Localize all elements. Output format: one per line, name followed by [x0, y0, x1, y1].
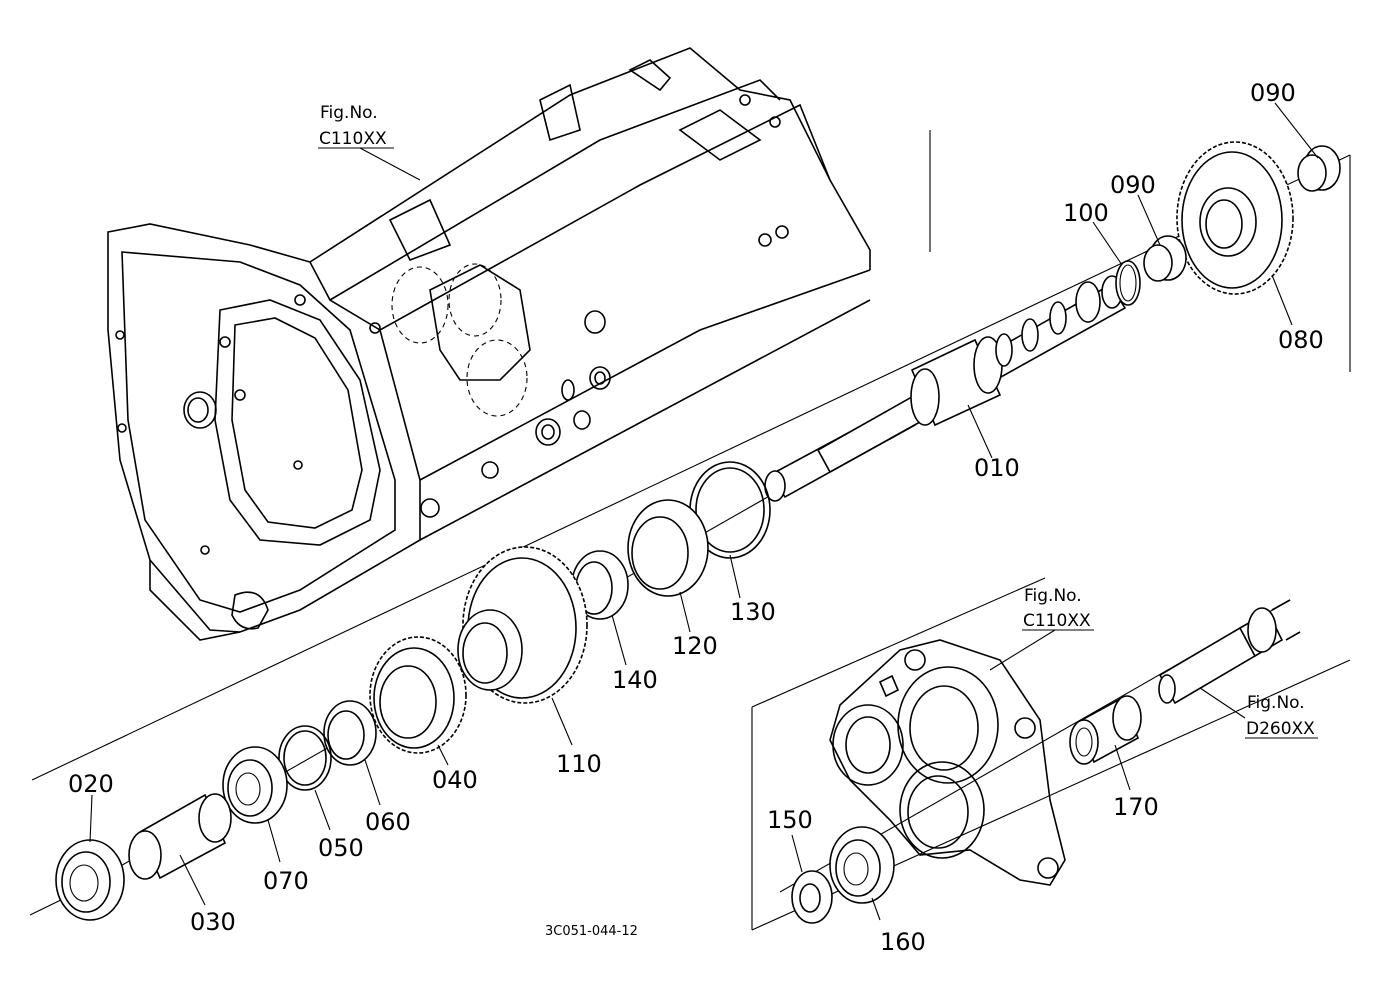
- part-label-020: 020: [68, 770, 114, 798]
- fig-ref-code: D260XX: [1246, 719, 1315, 739]
- gear-040: [369, 636, 467, 754]
- fig-ref-label: Fig.No.: [1247, 693, 1305, 713]
- part-label-140: 140: [612, 666, 658, 694]
- part-label-050: 050: [318, 834, 364, 862]
- spacer-150: [791, 870, 833, 924]
- part-label-010: 010: [974, 454, 1020, 482]
- gear-110: [457, 546, 588, 704]
- needle-bearing-upper-mid: [1143, 235, 1187, 282]
- panel-frame-upper: [31, 130, 1351, 781]
- fig-ref-code: C110XX: [319, 129, 387, 149]
- bearing-160: [829, 826, 895, 904]
- part-label-110: 110: [556, 750, 602, 778]
- part-label-150: 150: [767, 806, 813, 834]
- fig-ref-label: Fig.No.: [320, 103, 378, 123]
- collar-140: [571, 550, 629, 620]
- part-label-100: 100: [1063, 199, 1109, 227]
- part-label-080: 080: [1278, 326, 1324, 354]
- needle-bearing-upper-right: [1297, 145, 1341, 192]
- part-label-040: 040: [432, 766, 478, 794]
- main-shaft: [764, 275, 1127, 502]
- transmission-housing: [107, 47, 871, 641]
- snap-ring-upper: [1115, 260, 1141, 306]
- part-label-030: 030: [190, 908, 236, 936]
- part-label-070: 070: [263, 867, 309, 895]
- lower-housing: [829, 639, 1066, 886]
- part-label-120: 120: [672, 632, 718, 660]
- sleeve-030: [128, 793, 232, 880]
- part-label-090-mid: 090: [1110, 171, 1156, 199]
- part-label-090-top: 090: [1250, 79, 1296, 107]
- part-label-060: 060: [365, 808, 411, 836]
- bearing-120: [627, 499, 709, 597]
- fig-ref-label: Fig.No.: [1024, 586, 1082, 606]
- gear-large-upper: [1176, 141, 1294, 295]
- circlip-small: [278, 725, 332, 791]
- part-label-160: 160: [880, 928, 926, 956]
- bushing-170: [1069, 695, 1142, 765]
- fig-ref-housing: Fig.No. C110XX: [318, 103, 394, 149]
- diagram-code: 3C051-044-12: [545, 924, 638, 939]
- bearing-020: [55, 839, 125, 921]
- fig-ref-shaft: Fig.No. D260XX: [1245, 693, 1318, 739]
- fig-ref-code: C110XX: [1023, 611, 1091, 631]
- part-labels: 010 020 030 040 050 060 070 080 090 090 …: [68, 79, 1324, 956]
- part-label-130: 130: [730, 598, 776, 626]
- bearing-060: [323, 700, 377, 766]
- fig-ref-cover: Fig.No. C110XX: [1022, 586, 1094, 631]
- bearing-070: [222, 746, 288, 824]
- part-label-170: 170: [1113, 793, 1159, 821]
- external-shaft: [1158, 599, 1301, 705]
- leader-lines: [89, 102, 1319, 921]
